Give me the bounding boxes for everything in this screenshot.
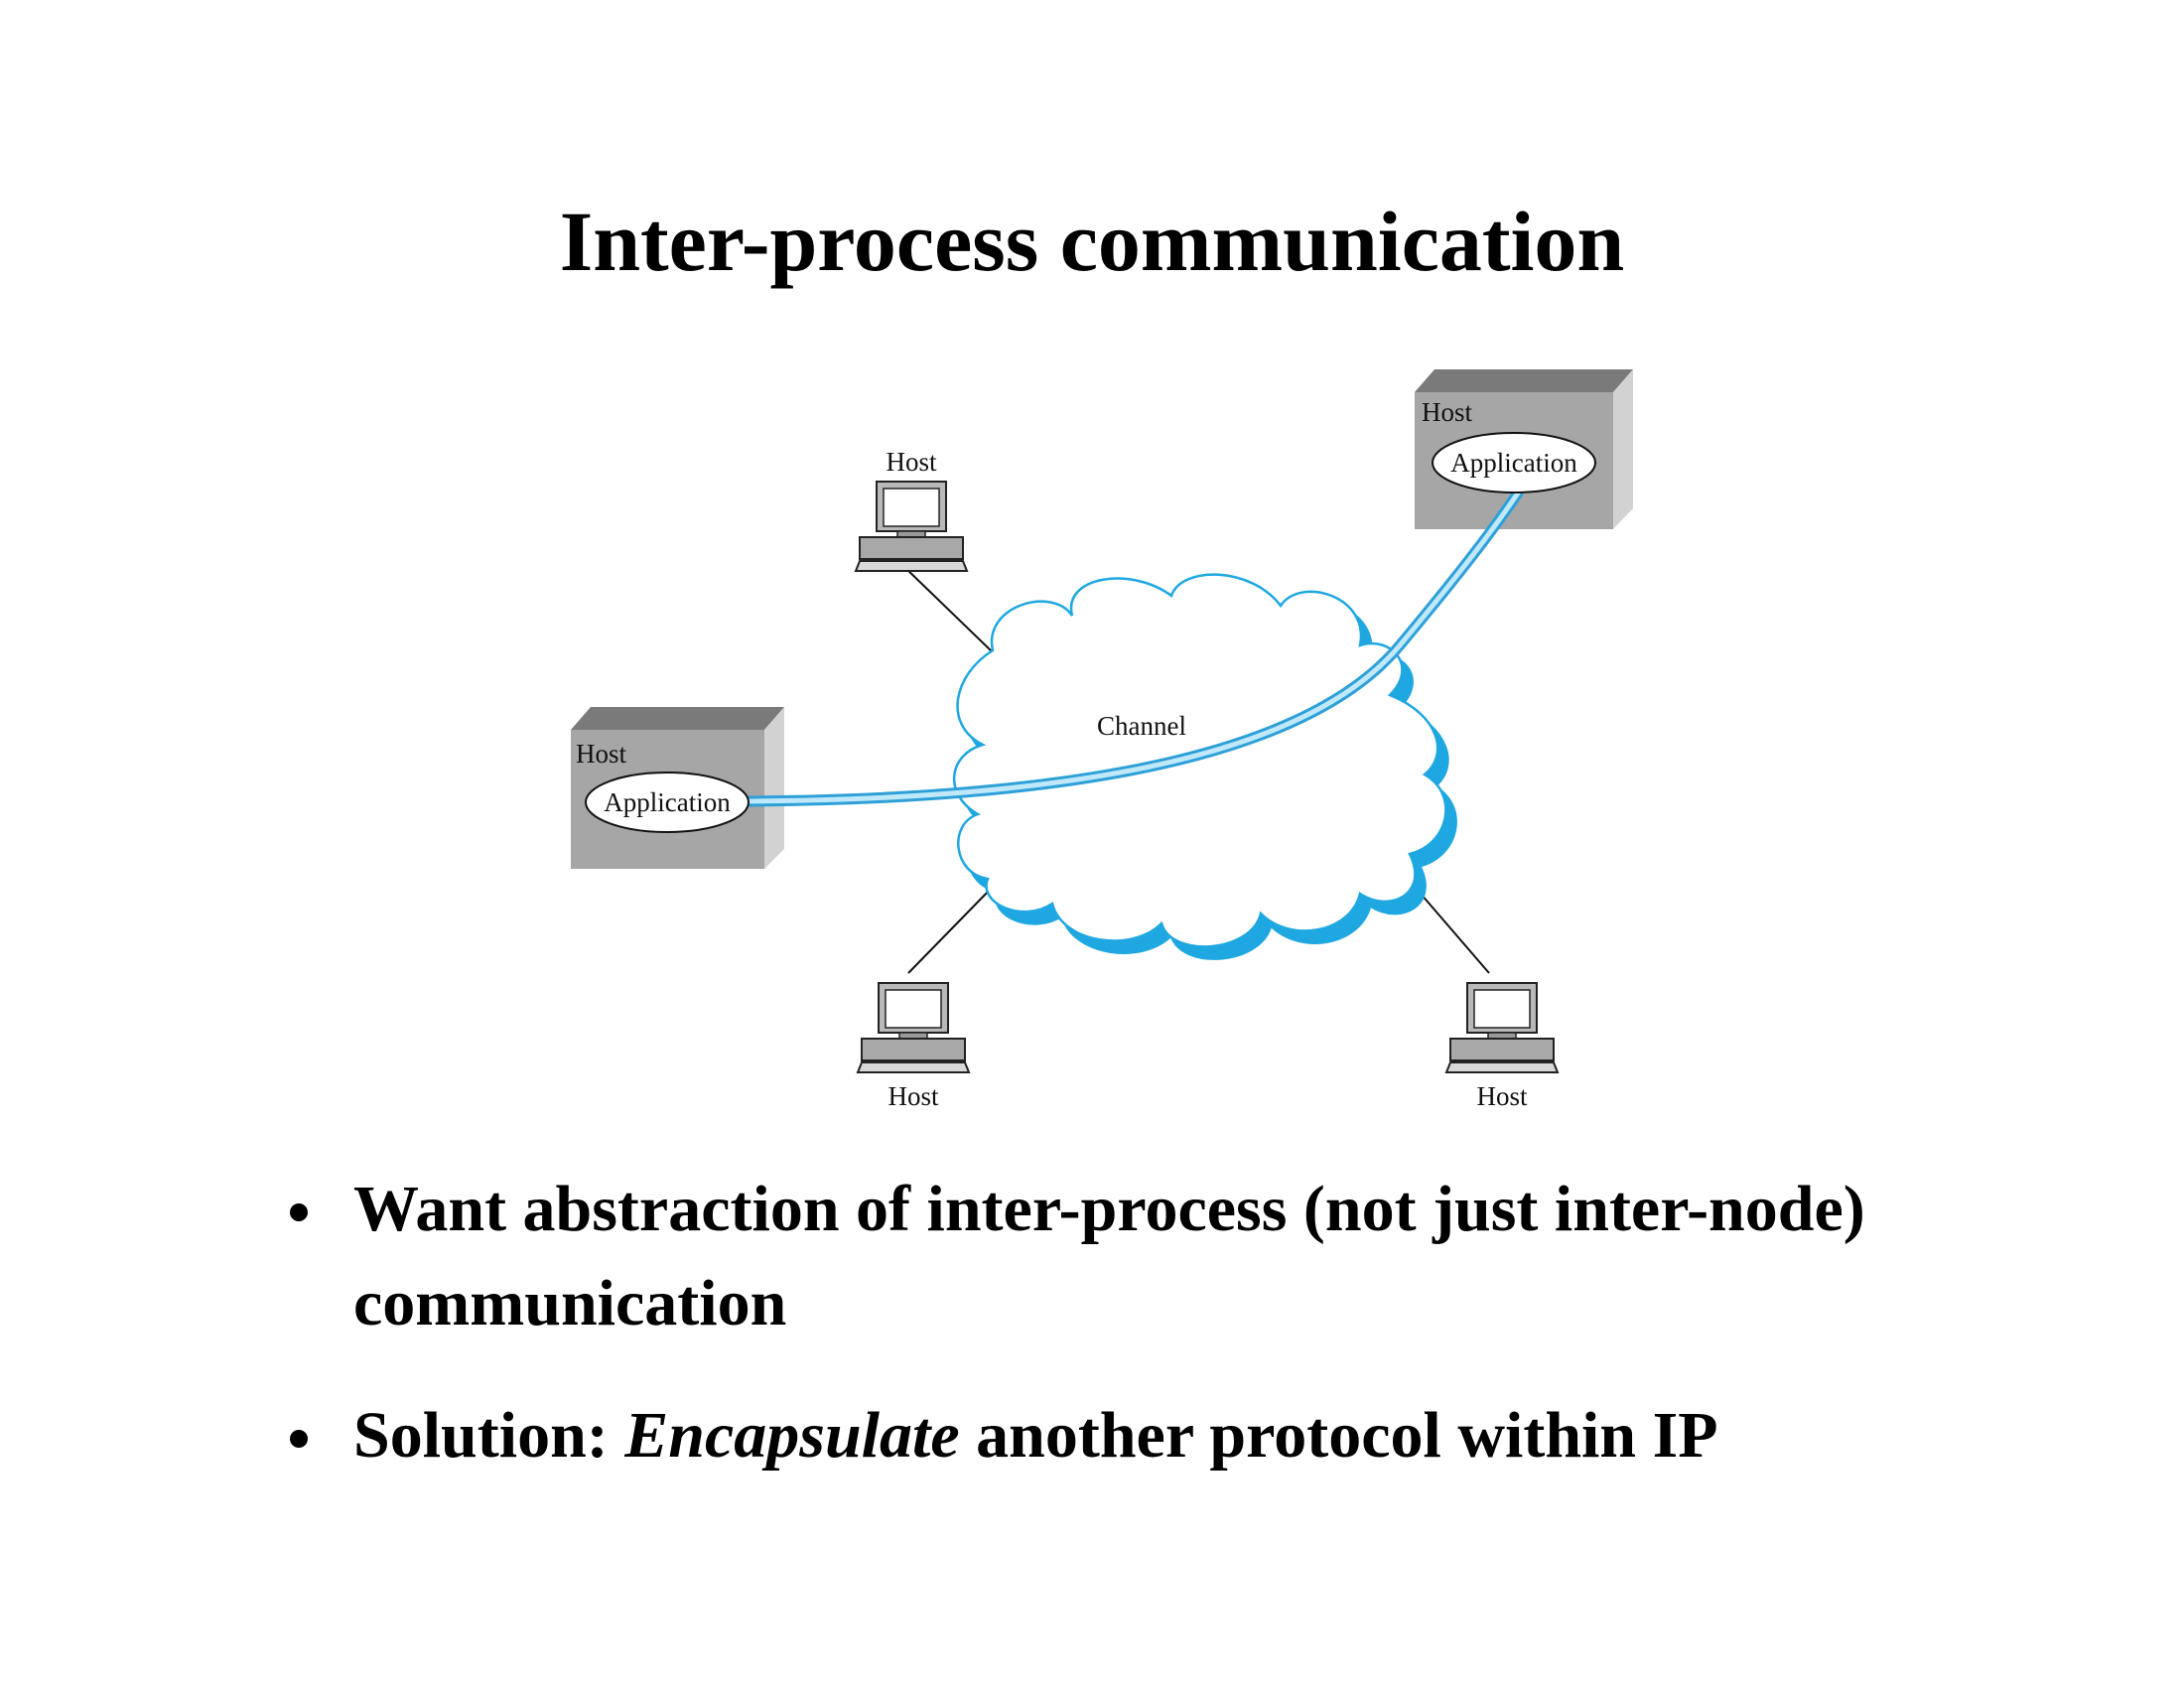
bullet-emphasis: Encapsulate (624, 1399, 960, 1472)
bullet-dot (290, 1203, 308, 1221)
link-bottom-left-host (907, 886, 994, 974)
application-label-right: Application (1450, 448, 1577, 478)
slide-title: Inter-process communication (559, 194, 1625, 289)
process-channel-pipe-highlight (744, 490, 1522, 804)
host-label-right: Host (1422, 397, 1473, 427)
bullet-text: Want abstraction of inter-process (not j… (353, 1173, 1865, 1339)
application-oval-left (585, 772, 750, 833)
channel-label: Channel (1097, 711, 1186, 741)
bullet-suffix: another protocol within IP (959, 1399, 1718, 1472)
bullet-dot (290, 1430, 308, 1448)
link-top-host (902, 565, 994, 653)
application-oval-right (1432, 432, 1596, 493)
bullet-prefix: Solution: (353, 1399, 625, 1472)
computer-icon-top (855, 481, 968, 572)
application-label-left: Application (604, 787, 731, 817)
computer-icon-bottom-left (857, 982, 970, 1073)
host-label-bottom-right: Host (1476, 1081, 1528, 1111)
host-label-bottom-left: Host (887, 1081, 939, 1111)
bullet-item: Solution: Encapsulate another protocol w… (278, 1388, 2065, 1482)
host-label-top: Host (886, 447, 937, 477)
computer-icon-bottom-right (1445, 982, 1559, 1073)
channel-cloud (952, 573, 1447, 948)
host-label-left: Host (576, 739, 627, 769)
bullet-list: Want abstraction of inter-process (not j… (278, 1162, 2065, 1520)
link-bottom-right-host (1414, 886, 1490, 974)
bullet-item: Want abstraction of inter-process (not j… (278, 1162, 2065, 1350)
